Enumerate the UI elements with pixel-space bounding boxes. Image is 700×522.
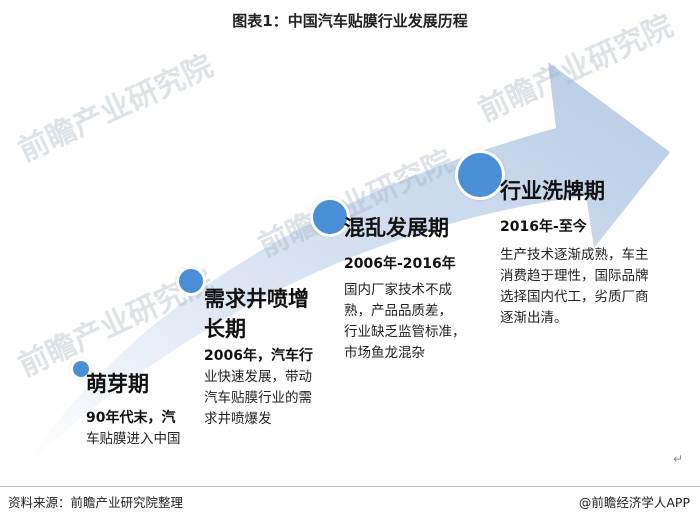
chart-title: 图表1：中国汽车贴膜行业发展历程	[232, 12, 468, 30]
stage-3-period: 2006年-2016年	[344, 256, 456, 272]
stage-4-name: 行业洗牌期	[500, 179, 605, 203]
paragraph-mark: ↵	[673, 452, 684, 466]
stage-1-period: 90年代末，汽	[86, 410, 176, 426]
stage-3-name: 混乱发展期	[344, 216, 449, 240]
stage-2-dot	[176, 266, 206, 296]
stage-1-dot	[70, 358, 92, 380]
stage-2-period: 2006年，汽车行	[204, 348, 313, 364]
stage-2-desc: 业快速发展，带动 汽车贴膜行业的需 求井喷爆发	[204, 369, 312, 427]
brand-label: @前瞻经济学人APP	[578, 495, 690, 510]
arrow-shape	[22, 62, 670, 470]
stage-3-dot	[310, 197, 350, 237]
stage-1-name: 萌芽期	[86, 372, 149, 396]
stage-3-desc: 国内厂家技术不成 熟，产品品质差， 行业缺乏监管标准， 市场鱼龙混杂	[344, 282, 466, 361]
stage-4-period: 2016年-至今	[500, 219, 587, 235]
stage-4-desc: 生产技术逐渐成熟，车主 消费趋于理性，国际品牌 选择国内代工，劣质厂商 逐渐出清…	[500, 247, 649, 326]
stage-4-dot	[455, 150, 505, 200]
stage-1-desc: 车贴膜进入中国	[86, 431, 181, 447]
source-note: 资料来源：前瞻产业研究院整理	[8, 495, 184, 510]
stage-2-name: 需求井喷增 长期	[204, 287, 309, 341]
footer-divider	[0, 486, 700, 487]
